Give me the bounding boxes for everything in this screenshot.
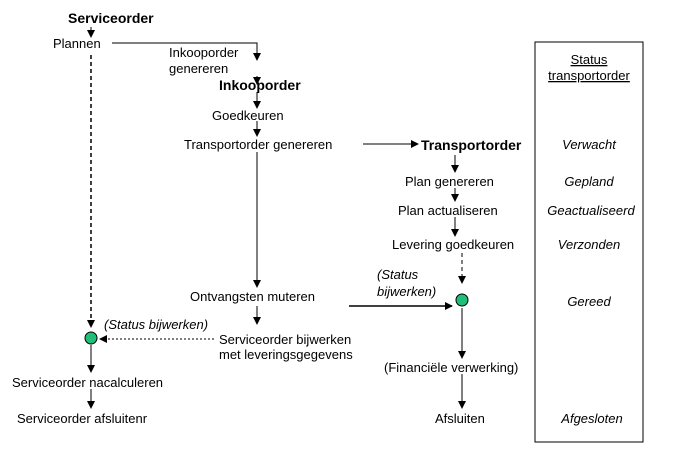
node-plan-actualiseren: Plan actualiseren [398, 203, 498, 218]
connectors [87, 27, 466, 409]
status-item-verzonden: Verzonden [558, 237, 620, 252]
node-financiele-verwerking: (Financiële verwerking) [384, 360, 518, 375]
node-inkooporder-genereren-line2: genereren [169, 61, 228, 76]
node-transportorder-genereren: Transportorder genereren [184, 137, 332, 152]
status-item-gepland: Gepland [564, 174, 614, 189]
label-status-bijwerken-right-line2: bijwerken) [377, 284, 436, 299]
node-inkooporder: Inkooporder [219, 77, 301, 93]
status-panel-box [534, 41, 644, 443]
node-serviceorder: Serviceorder [68, 10, 154, 26]
node-serviceorder-bijwerken-line2: met leveringsgegevens [219, 347, 353, 362]
status-item-verwacht: Verwacht [562, 137, 617, 152]
label-status-bijwerken-right-line1: (Status [377, 267, 419, 282]
node-plan-genereren: Plan genereren [405, 174, 494, 189]
arrow-plannen-inkooporder-genereren [112, 42, 261, 61]
status-panel-header-line1: Status [571, 52, 608, 67]
status-dot-left [84, 331, 98, 345]
node-ontvangsten-muteren: Ontvangsten muteren [190, 289, 315, 304]
status-dot-right [455, 293, 469, 307]
node-inkooporder-genereren-line1: Inkooporder [169, 45, 239, 60]
node-levering-goedkeuren: Levering goedkeuren [392, 237, 514, 252]
label-status-bijwerken-left: (Status bijwerken) [104, 317, 208, 332]
status-item-geactualiseerd: Geactualiseerd [547, 203, 635, 218]
node-serviceorder-nacalculeren: Serviceorder nacalculeren [12, 375, 163, 390]
status-item-afgesloten: Afgesloten [560, 411, 622, 426]
node-goedkeuren: Goedkeuren [212, 108, 284, 123]
node-serviceorder-afsluiten: Serviceorder afsluitenr [17, 411, 148, 426]
status-item-gereed: Gereed [567, 294, 611, 309]
node-afsluiten: Afsluiten [435, 411, 485, 426]
node-transportorder: Transportorder [421, 137, 522, 153]
node-plannen: Plannen [53, 36, 101, 51]
node-serviceorder-bijwerken-line1: Serviceorder bijwerken [219, 332, 351, 347]
status-panel-header-line2: transportorder [548, 68, 630, 83]
